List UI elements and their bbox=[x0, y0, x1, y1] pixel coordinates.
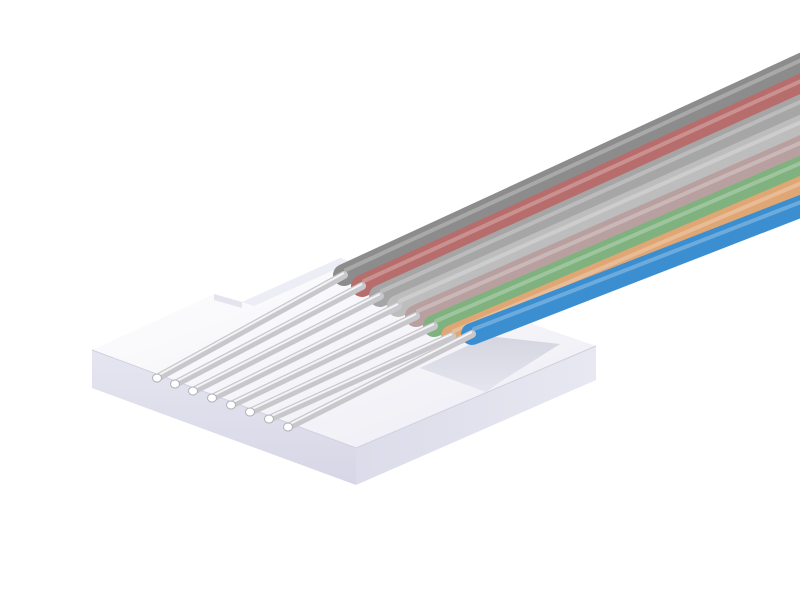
fiber-jacket-5 bbox=[405, 135, 800, 327]
fiber-core-8 bbox=[284, 330, 476, 431]
fiber-core-highlight-5 bbox=[230, 313, 417, 404]
fiber-core-highlight-6 bbox=[249, 323, 435, 411]
fiber-jacket-6 bbox=[423, 155, 800, 337]
block-side-face bbox=[356, 346, 596, 485]
block-recess bbox=[420, 336, 560, 392]
fiber-end-face-1 bbox=[152, 373, 162, 383]
fiber-end-face-5 bbox=[226, 400, 236, 410]
fiber-jacket-3 bbox=[369, 94, 800, 307]
fiber-jacket-8 bbox=[461, 194, 800, 345]
fiber-core-6 bbox=[246, 322, 438, 416]
fiber-jacket-2 bbox=[351, 73, 800, 297]
fiber-core-2 bbox=[171, 282, 366, 388]
fiber-jacket-highlight-6 bbox=[434, 161, 800, 323]
fiber-core-5 bbox=[227, 312, 420, 409]
fiber-core-highlight-3 bbox=[192, 293, 381, 390]
fiber-jacket-highlight-4 bbox=[398, 120, 800, 303]
fiber-core-highlight-7 bbox=[268, 333, 453, 418]
fiber-jacket-highlight-2 bbox=[362, 79, 800, 283]
fiber-end-face-2 bbox=[170, 379, 180, 389]
fiber-core-highlight-2 bbox=[174, 283, 363, 383]
fiber-jacket-1 bbox=[333, 52, 800, 286]
fiber-end-face-7 bbox=[264, 414, 274, 424]
fiber-jacket-highlight-7 bbox=[452, 181, 800, 333]
fiber-core-1 bbox=[153, 271, 348, 382]
fiber-end-face-4 bbox=[207, 393, 217, 403]
block-back-ledge bbox=[242, 258, 352, 306]
fiber-core-4 bbox=[208, 302, 402, 402]
fiber-jacket-highlight-5 bbox=[416, 140, 800, 313]
fiber-core-7 bbox=[265, 332, 456, 423]
fiber-core-highlight-1 bbox=[156, 272, 345, 377]
fiber-end-face-6 bbox=[245, 407, 255, 417]
fiber-end-face-3 bbox=[188, 386, 198, 396]
block-front-face bbox=[92, 350, 356, 485]
fiber-core-highlight-8 bbox=[287, 331, 473, 426]
fiber-end-face-8 bbox=[283, 422, 293, 432]
fiber-core-highlight-4 bbox=[211, 303, 399, 397]
fiber-jacket-highlight-1 bbox=[344, 58, 800, 272]
block-back-step bbox=[214, 294, 242, 308]
fiber-core-3 bbox=[189, 292, 384, 395]
fiber-jacket-highlight-3 bbox=[380, 99, 800, 293]
fiber-ribbon bbox=[152, 52, 800, 432]
fiber-jacket-4 bbox=[387, 114, 800, 317]
fiber-jacket-highlight-8 bbox=[472, 200, 800, 331]
